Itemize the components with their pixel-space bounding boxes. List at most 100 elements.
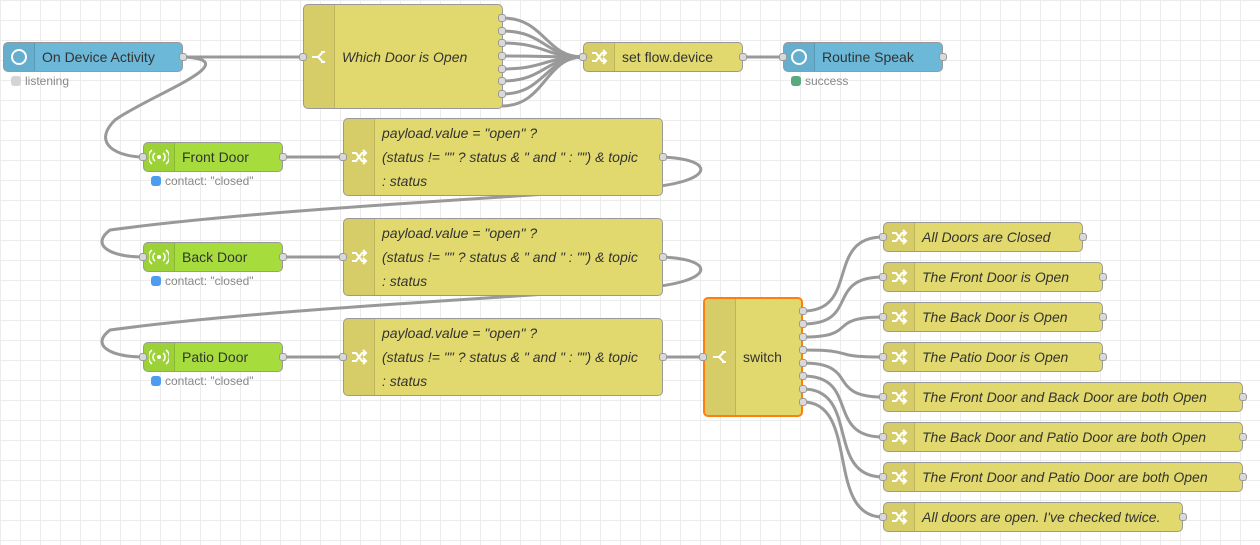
output-port[interactable] bbox=[1239, 393, 1247, 401]
input-port[interactable] bbox=[879, 313, 887, 321]
on-device-activity-node[interactable]: On Device Activity bbox=[3, 42, 183, 72]
input-port[interactable] bbox=[879, 473, 887, 481]
routine-speak-node[interactable]: Routine Speak bbox=[783, 42, 943, 72]
wire[interactable] bbox=[802, 374, 884, 439]
wire[interactable] bbox=[802, 348, 884, 359]
output-port[interactable] bbox=[1239, 473, 1247, 481]
output-change-node[interactable]: The Front Door and Back Door are both Op… bbox=[883, 382, 1243, 412]
output-port[interactable] bbox=[1239, 433, 1247, 441]
input-port[interactable] bbox=[339, 153, 347, 161]
front-door-sensor-node[interactable]: Front Door bbox=[143, 142, 283, 172]
label-line: (status != "" ? status & " and " : "") &… bbox=[382, 249, 638, 265]
output-port[interactable] bbox=[498, 65, 506, 73]
output-port[interactable] bbox=[498, 27, 506, 35]
output-change-node[interactable]: The Front Door and Patio Door are both O… bbox=[883, 462, 1243, 492]
switch-node[interactable]: switch bbox=[703, 297, 803, 417]
output-port[interactable] bbox=[1099, 273, 1107, 281]
input-port[interactable] bbox=[879, 273, 887, 281]
wire[interactable] bbox=[802, 315, 884, 339]
output-port[interactable] bbox=[1099, 313, 1107, 321]
node-label: The Back Door and Patio Door are both Op… bbox=[922, 429, 1207, 445]
change-status-patio-node[interactable]: payload.value = "open" ? (status != "" ?… bbox=[343, 318, 663, 396]
output-port[interactable] bbox=[279, 153, 287, 161]
node-label: The Front Door and Back Door are both Op… bbox=[922, 389, 1207, 405]
input-port[interactable] bbox=[339, 253, 347, 261]
output-port[interactable] bbox=[279, 253, 287, 261]
change-status-back-node[interactable]: payload.value = "open" ? (status != "" ?… bbox=[343, 218, 663, 296]
antenna-icon bbox=[144, 143, 175, 171]
input-port[interactable] bbox=[879, 233, 887, 241]
output-port[interactable] bbox=[1079, 233, 1087, 241]
output-change-node[interactable]: All doors are open. I've checked twice. bbox=[883, 502, 1183, 532]
output-port[interactable] bbox=[498, 39, 506, 47]
input-port[interactable] bbox=[879, 513, 887, 521]
node-label: Routine Speak bbox=[822, 49, 914, 65]
input-port[interactable] bbox=[139, 353, 147, 361]
output-port[interactable] bbox=[659, 253, 667, 261]
label-line: : status bbox=[382, 173, 428, 189]
patio-door-sensor-node[interactable]: Patio Door bbox=[143, 342, 283, 372]
output-port[interactable] bbox=[799, 320, 807, 328]
input-port[interactable] bbox=[879, 433, 887, 441]
output-port[interactable] bbox=[799, 372, 807, 380]
output-port[interactable] bbox=[799, 398, 807, 406]
output-port[interactable] bbox=[498, 90, 506, 98]
output-port[interactable] bbox=[799, 307, 807, 315]
input-port[interactable] bbox=[779, 53, 787, 61]
output-port[interactable] bbox=[498, 14, 506, 22]
output-port[interactable] bbox=[498, 77, 506, 85]
shuffle-icon bbox=[344, 219, 375, 295]
wire[interactable] bbox=[501, 16, 584, 59]
wire[interactable] bbox=[802, 235, 884, 313]
input-port[interactable] bbox=[579, 53, 587, 61]
label-line: : status bbox=[382, 373, 428, 389]
wire[interactable] bbox=[802, 387, 884, 479]
output-port[interactable] bbox=[739, 53, 747, 61]
input-port[interactable] bbox=[299, 53, 307, 61]
output-port[interactable] bbox=[498, 52, 506, 60]
output-port[interactable] bbox=[1179, 513, 1187, 521]
status-dot bbox=[791, 76, 801, 86]
output-port[interactable] bbox=[939, 53, 947, 61]
input-port[interactable] bbox=[339, 353, 347, 361]
change-status-front-node[interactable]: payload.value = "open" ? (status != "" ?… bbox=[343, 118, 663, 196]
output-port[interactable] bbox=[799, 346, 807, 354]
output-port[interactable] bbox=[799, 385, 807, 393]
shuffle-icon bbox=[884, 263, 915, 291]
wire[interactable] bbox=[501, 55, 584, 108]
output-port[interactable] bbox=[279, 353, 287, 361]
wire[interactable] bbox=[104, 55, 207, 159]
input-port[interactable] bbox=[879, 353, 887, 361]
status-contact: contact: "closed" bbox=[151, 174, 254, 188]
output-change-node[interactable]: The Back Door is Open bbox=[883, 302, 1103, 332]
which-door-switch-node[interactable]: Which Door is Open bbox=[303, 4, 503, 109]
wire[interactable] bbox=[802, 361, 884, 399]
shuffle-icon bbox=[884, 423, 915, 451]
back-door-sensor-node[interactable]: Back Door bbox=[143, 242, 283, 272]
output-port[interactable] bbox=[799, 333, 807, 341]
output-change-node[interactable]: The Front Door is Open bbox=[883, 262, 1103, 292]
output-port[interactable] bbox=[799, 359, 807, 367]
output-port[interactable] bbox=[659, 153, 667, 161]
input-port[interactable] bbox=[139, 153, 147, 161]
wire[interactable] bbox=[802, 400, 884, 519]
shuffle-icon bbox=[884, 463, 915, 491]
output-change-node[interactable]: The Patio Door is Open bbox=[883, 342, 1103, 372]
wire[interactable] bbox=[100, 255, 703, 359]
output-change-node[interactable]: All Doors are Closed bbox=[883, 222, 1083, 252]
node-label: payload.value = "open" ? (status != "" ?… bbox=[382, 319, 656, 395]
set-flow-device-node[interactable]: set flow.device bbox=[583, 42, 743, 72]
wire[interactable] bbox=[100, 155, 703, 259]
status-dot bbox=[151, 276, 161, 286]
input-port[interactable] bbox=[879, 393, 887, 401]
wire[interactable] bbox=[802, 275, 884, 326]
output-port[interactable] bbox=[1099, 353, 1107, 361]
status-text: contact: "closed" bbox=[165, 174, 254, 188]
output-change-node[interactable]: The Back Door and Patio Door are both Op… bbox=[883, 422, 1243, 452]
input-port[interactable] bbox=[139, 253, 147, 261]
output-port[interactable] bbox=[179, 53, 187, 61]
input-port[interactable] bbox=[699, 353, 707, 361]
output-port[interactable] bbox=[659, 353, 667, 361]
antenna-icon bbox=[144, 343, 175, 371]
